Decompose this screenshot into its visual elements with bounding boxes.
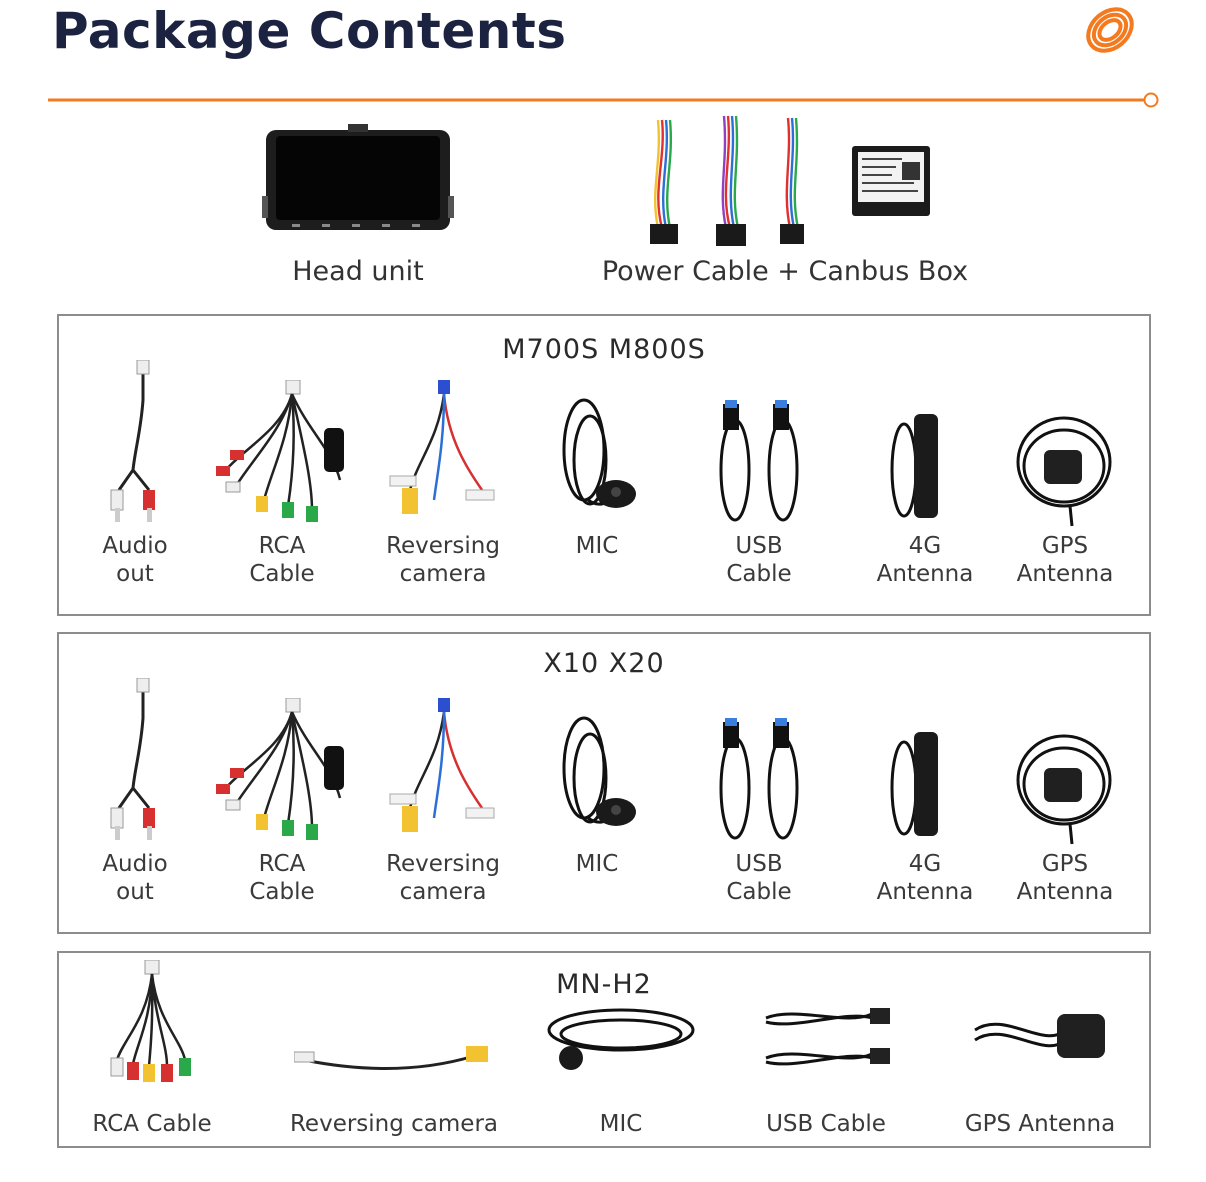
item-label: GPS [1041,851,1089,877]
item-label-line2: Antenna [876,561,974,587]
item-label: USB [735,851,783,877]
item-label: GPS Antenna [964,1111,1116,1137]
item-label: Reversing [386,851,500,877]
power-cable-canbus-icon [650,115,930,246]
item-label-line2: Cable [249,561,315,587]
item-label: 4G [908,533,942,559]
item-label: 4G [908,851,942,877]
4g-antenna-icon [880,728,970,852]
item-label-line2: Cable [726,879,792,905]
item-label: Reversing [386,533,500,559]
usb-cable-icon [709,400,809,534]
item-label: Audio [102,533,168,559]
usb-cable-icon [756,1000,896,1084]
usb-cable-icon [709,718,809,852]
brand-logo-icon [1086,7,1134,53]
head-unit-label: Head unit [292,256,424,287]
reversing-camera-cable-icon [293,1040,494,1084]
item-label: MIC [575,851,619,877]
item-label: MIC [599,1111,643,1137]
item-label-line2: Cable [726,561,792,587]
gps-antenna-icon [1010,410,1120,534]
audio-out-cable-icon [95,359,175,534]
item-label-line2: Cable [249,879,315,905]
section-title: MN-H2 [556,969,652,1000]
mic-icon [541,1000,701,1084]
header-divider [48,92,1159,108]
rca-cable-icon [212,379,352,534]
gps-antenna-icon [965,1000,1115,1084]
item-label-line2: camera [399,879,487,905]
gps-antenna-icon [1010,728,1120,852]
item-label-line2: out [116,879,154,905]
head-unit-icon [262,124,454,230]
item-label: RCA Cable [92,1111,212,1137]
rca-cable-icon [97,959,207,1104]
item-label: RCA [258,851,306,877]
item-label: USB Cable [766,1111,886,1137]
item-label: Reversing camera [289,1111,499,1137]
audio-out-cable-icon [95,677,175,852]
item-label: USB [735,533,783,559]
power-cable-canbus-label: Power Cable + Canbus Box [601,256,969,287]
item-label-line2: out [116,561,154,587]
section-title: X10 X20 [543,648,665,679]
page-title: Package Contents [52,2,567,60]
mic-icon [552,708,642,852]
reversing-camera-cable-icon [388,698,498,852]
item-label: Audio [102,851,168,877]
reversing-camera-cable-icon [388,380,498,534]
item-label-line2: Antenna [876,879,974,905]
item-label-line2: camera [399,561,487,587]
item-label-line2: Antenna [1016,561,1114,587]
rca-cable-icon [212,697,352,852]
item-label: MIC [575,533,619,559]
item-label-line2: Antenna [1016,879,1114,905]
item-label: GPS [1041,533,1089,559]
4g-antenna-icon [880,410,970,534]
section-title: M700S M800S [502,334,706,365]
mic-icon [552,390,642,534]
item-label: RCA [258,533,306,559]
